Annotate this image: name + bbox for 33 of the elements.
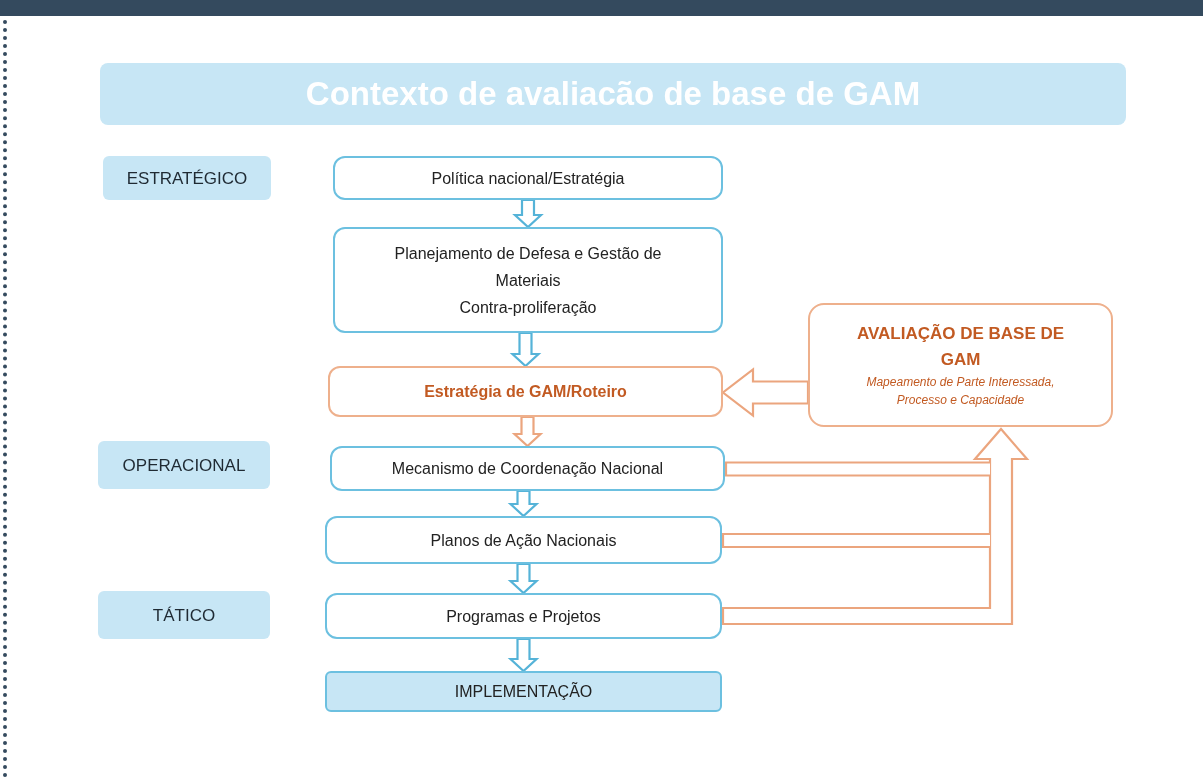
box-text: IMPLEMENTAÇÃO bbox=[454, 681, 593, 702]
box-heading: AVALIAÇÃO DE BASE DE GAM bbox=[855, 323, 1066, 371]
tier-label-box bbox=[98, 591, 270, 639]
process-box bbox=[325, 671, 722, 712]
box-text: Planos de Ação Nacionais bbox=[430, 530, 617, 551]
box-text: Planejamento de Defesa e Gestão de Materiais bbox=[393, 243, 663, 291]
block-arrow bbox=[507, 637, 540, 673]
block-arrow bbox=[721, 367, 810, 418]
box-text: Contra-proliferação bbox=[459, 297, 597, 318]
box-text: Estratégia de GAM/Roteiro bbox=[424, 382, 627, 402]
assessment-box bbox=[808, 303, 1113, 427]
process-box bbox=[325, 516, 722, 564]
tier-label-box bbox=[103, 156, 271, 200]
merge-arrow bbox=[721, 427, 1030, 626]
block-arrow bbox=[511, 415, 544, 448]
box-text: TÁTICO bbox=[152, 604, 216, 627]
box-subtitle: Mapeamento de Parte Interessada, Processo e Capacidade bbox=[865, 374, 1056, 409]
process-box bbox=[325, 593, 722, 639]
box-text: Mecanismo de Coordenação Nacional bbox=[391, 459, 664, 479]
block-arrow bbox=[509, 331, 542, 368]
process-box bbox=[330, 446, 725, 491]
block-arrow bbox=[507, 562, 540, 595]
block-arrow bbox=[507, 489, 540, 518]
process-box bbox=[333, 227, 723, 333]
box-text: Programas e Projetos bbox=[446, 606, 601, 627]
process-box bbox=[333, 156, 723, 200]
box-text: ESTRATÉGICO bbox=[126, 167, 248, 190]
tier-label-box bbox=[98, 441, 270, 489]
title-banner: Contexto de avaliacão de base de GAM bbox=[100, 63, 1126, 125]
box-text: OPERACIONAL bbox=[122, 454, 246, 477]
block-arrow bbox=[512, 198, 544, 229]
process-box bbox=[328, 366, 723, 417]
box-text: Política nacional/Estratégia bbox=[431, 168, 625, 189]
